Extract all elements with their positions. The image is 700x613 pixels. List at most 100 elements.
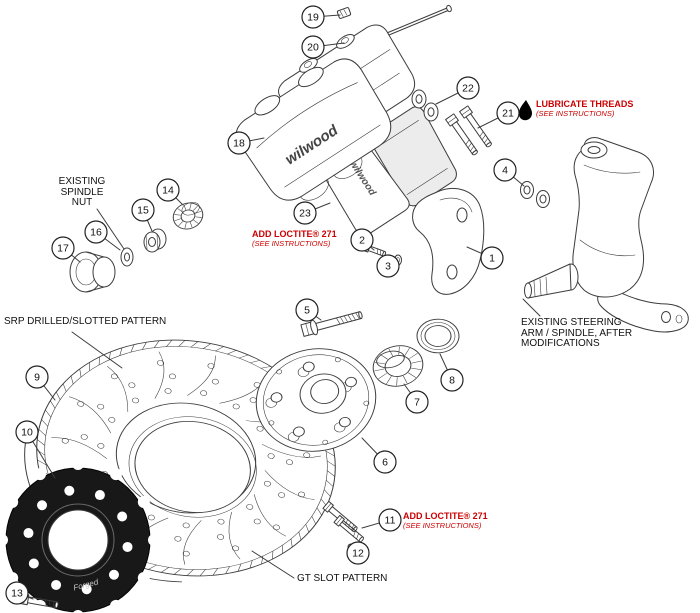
callout-balloon: [156, 178, 180, 202]
callout-balloon: [5, 581, 29, 605]
callout-4: 4: [493, 158, 517, 182]
callout-9: 9: [25, 365, 49, 389]
callout-balloon: [301, 35, 325, 59]
callout-balloon: [373, 450, 397, 474]
rotor-hat-drawing: Forged: [0, 458, 160, 613]
callout-balloon: [456, 76, 480, 100]
note-lubricate: LUBRICATE THREADS (SEE INSTRUCTIONS): [536, 99, 633, 118]
callout-number: 11: [385, 515, 396, 527]
callout-23: 23: [293, 201, 317, 225]
callout-number: 2: [359, 235, 365, 247]
callout-balloon: [227, 131, 251, 155]
callout-balloon: [51, 236, 75, 260]
callout-number: 3: [385, 261, 391, 273]
callout-balloon: [293, 201, 317, 225]
callout-balloon: [480, 246, 504, 270]
note-loctite-lower: ADD LOCTITE® 271 (SEE INSTRUCTIONS): [403, 511, 488, 530]
inner-bearing-part: [172, 202, 204, 230]
hat-bolts-drawing: [322, 500, 364, 553]
callout-number: 7: [414, 397, 420, 409]
label-srp-pattern: SRP DRILLED/SLOTTED PATTERN: [4, 316, 167, 327]
callout-number: 16: [90, 227, 102, 239]
callout-number: 19: [307, 12, 319, 24]
label-line: MODIFICATIONS: [521, 338, 600, 349]
callout-number: 15: [137, 205, 149, 217]
callout-20: 20: [301, 35, 325, 59]
label-line: EXISTING: [58, 176, 106, 187]
note-title: ADD LOCTITE® 271: [403, 511, 488, 521]
note-sub: (SEE INSTRUCTIONS): [536, 109, 615, 118]
label-line: NUT: [71, 197, 93, 208]
bracket-bolt-b: [459, 105, 492, 148]
callout-19: 19: [301, 5, 325, 29]
callout-8: 8: [440, 368, 464, 392]
callout-balloon: [350, 228, 374, 252]
callout-balloon: [405, 390, 429, 414]
race-drawing: [416, 318, 460, 354]
callout-number: 10: [21, 427, 33, 439]
bracket-drawing: [412, 188, 485, 295]
callout-balloon: [15, 420, 39, 444]
droplet-icon: [518, 100, 533, 121]
spindle-hardware-drawing: [69, 202, 204, 293]
callout-2: 2: [350, 228, 374, 252]
spindle-drawing: [524, 137, 689, 333]
callout-number: 5: [304, 305, 310, 317]
note-title: ADD LOCTITE® 271: [252, 229, 337, 239]
bracket-bolt-a: [445, 113, 478, 156]
callout-balloon: [440, 368, 464, 392]
hub-bolt-drawing: [300, 311, 363, 337]
callout-12: 12: [346, 541, 370, 565]
note-title: LUBRICATE THREADS: [536, 99, 634, 109]
note-sub: (SEE INSTRUCTIONS): [403, 521, 482, 530]
callout-balloon: [295, 298, 319, 322]
label-line: ARM / SPINDLE, AFTER: [521, 327, 633, 339]
callout-number: 4: [502, 165, 508, 177]
callout-21: 21: [496, 101, 520, 125]
callout-number: 14: [162, 185, 174, 197]
callout-13: 13: [5, 581, 29, 605]
callout-number: 12: [352, 548, 364, 560]
callout-15: 15: [131, 198, 155, 222]
callout-6: 6: [373, 450, 397, 474]
callout-17: 17: [51, 236, 75, 260]
callout-balloon: [25, 365, 49, 389]
label-steering-arm: EXISTING STEERING ARM / SPINDLE, AFTER M…: [521, 317, 633, 350]
callout-balloon: [496, 101, 520, 125]
callout-10: 10: [15, 420, 39, 444]
caliper-drawing: wilwood: [235, 58, 392, 201]
callout-number: 6: [382, 457, 388, 469]
callout-14: 14: [156, 178, 180, 202]
bearing-drawing: [372, 345, 424, 387]
callout-number: 23: [299, 208, 311, 220]
spindle-nut-part: [143, 228, 167, 253]
callout-number: 1: [489, 253, 495, 265]
washer-4b: [536, 190, 550, 208]
callout-number: 22: [462, 83, 474, 95]
label-existing-spindle-nut: EXISTING SPINDLE NUT: [50, 176, 114, 209]
hub-drawing: [255, 348, 377, 452]
callout-number: 13: [11, 588, 23, 600]
callout-22: 22: [456, 76, 480, 100]
note-sub: (SEE INSTRUCTIONS): [252, 239, 331, 248]
callout-balloon: [131, 198, 155, 222]
callout-balloon: [378, 508, 402, 532]
callout-balloon: [493, 158, 517, 182]
castle-nut-small: [336, 7, 352, 19]
callout-number: 20: [307, 42, 319, 54]
callout-16: 16: [84, 220, 108, 244]
callout-5: 5: [295, 298, 319, 322]
callout-number: 9: [34, 372, 40, 384]
callout-balloon: [301, 5, 325, 29]
callout-number: 17: [57, 243, 69, 255]
callout-18: 18: [227, 131, 251, 155]
label-line: SPINDLE: [60, 186, 104, 198]
callout-balloon: [84, 220, 108, 244]
callout-3: 3: [376, 254, 400, 278]
callout-balloon: [376, 254, 400, 278]
label-gt-pattern: GT SLOT PATTERN: [297, 573, 388, 584]
note-loctite-upper: ADD LOCTITE® 271 (SEE INSTRUCTIONS): [252, 229, 337, 248]
